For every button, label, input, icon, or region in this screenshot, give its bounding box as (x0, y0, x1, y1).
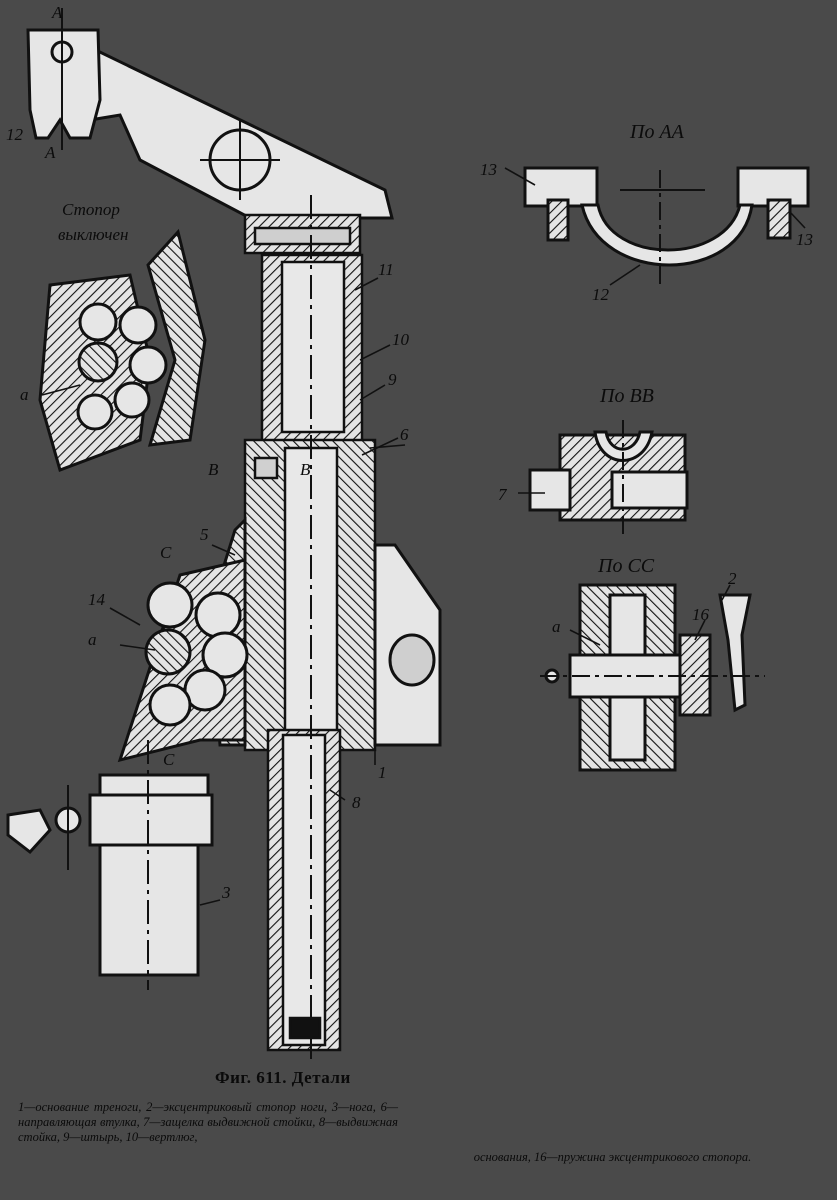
section-title-bb: По ВВ (599, 385, 654, 407)
leader-lines (41, 167, 806, 906)
label-part-1: 1 (378, 763, 387, 782)
label-part-5: 5 (200, 525, 209, 544)
section-mark-b-left: В (208, 460, 219, 479)
figure-title: Фиг. 611. Детали (215, 1068, 351, 1087)
section-mark-a-top: А (51, 3, 63, 22)
label-part-14: 14 (88, 590, 106, 609)
label-part-9: 9 (388, 370, 397, 389)
label-part-7: 7 (498, 485, 508, 504)
label-part-3: 3 (221, 883, 231, 902)
eccentric-stopper-upper (38, 228, 207, 472)
central-column-section (243, 195, 377, 1060)
swivel-head-arm (72, 37, 394, 220)
label-part-16: 16 (692, 605, 710, 624)
label-part-13-left: 13 (480, 160, 497, 179)
label-part-10: 10 (392, 330, 410, 349)
detail-12-clamp (26, 8, 102, 150)
section-mark-c-top: С (160, 543, 172, 562)
section-aa (523, 166, 810, 285)
section-bb (528, 420, 689, 535)
section-mark-c-bottom: С (163, 750, 175, 769)
eccentric-stopper-lower (144, 581, 249, 727)
section-title-aa: По АА (629, 121, 685, 143)
mark-a-mid: а (88, 630, 97, 649)
label-part-8: 8 (352, 793, 361, 812)
figure-legend-right: основания, 16—пружина эксцентрикового ст… (473, 1150, 752, 1164)
label-part-2: 2 (728, 569, 737, 588)
leg-3 (6, 740, 214, 990)
section-cc (540, 583, 765, 772)
label-part-11: 11 (378, 260, 394, 279)
section-mark-a-bottom: А (44, 143, 56, 162)
label-part-13-right: 13 (796, 230, 813, 249)
label-part-12-main: 12 (6, 125, 24, 144)
label-part-12-aa: 12 (592, 285, 610, 304)
figure-legend-left: 1—основание треноги, 2—эксцентриковый ст… (18, 1100, 398, 1144)
mark-a-cc: а (552, 617, 561, 636)
stopper-title-line1: Стопор (62, 200, 120, 219)
stopper-title-line2: выключен (58, 225, 128, 244)
section-mark-b-right: В (300, 460, 311, 479)
section-title-cc: По СС (597, 555, 655, 577)
mark-a-upper: а (20, 385, 29, 404)
label-part-6: 6 (400, 425, 409, 444)
